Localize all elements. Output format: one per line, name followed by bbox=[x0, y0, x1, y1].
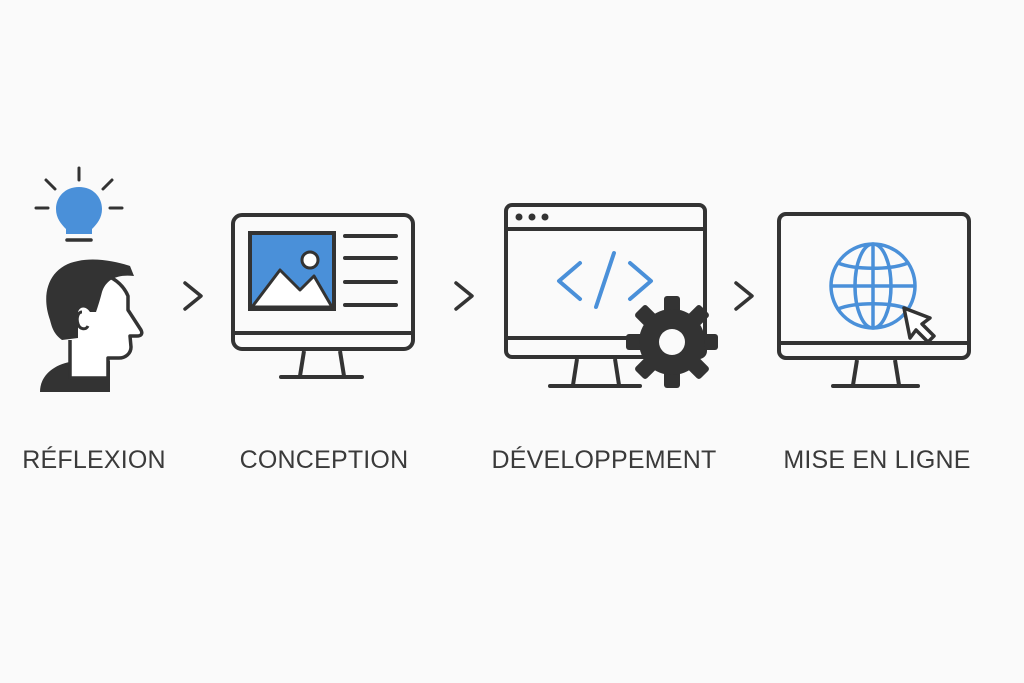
person-icon bbox=[40, 259, 144, 392]
monitor-image-icon bbox=[231, 213, 415, 379]
globe-icon bbox=[829, 242, 917, 330]
monitor-globe-cursor-icon bbox=[777, 212, 971, 388]
image-placeholder-icon bbox=[248, 231, 336, 311]
cursor-icon bbox=[902, 306, 936, 344]
browser-code-gear-icon bbox=[504, 203, 718, 388]
step-label-conception: CONCEPTION bbox=[239, 446, 409, 474]
step-label-mise-en-ligne: MISE EN LIGNE bbox=[783, 446, 971, 474]
chevron-right-icon bbox=[454, 281, 474, 311]
gear-icon bbox=[626, 296, 718, 388]
chevron-right-icon bbox=[734, 281, 754, 311]
code-icon bbox=[557, 251, 653, 309]
person-lightbulb-icon bbox=[34, 166, 144, 392]
lightbulb-icon bbox=[34, 166, 124, 242]
step-label-reflexion: RÉFLEXION bbox=[22, 446, 166, 474]
step-label-developpement: DÉVELOPPEMENT bbox=[491, 446, 717, 474]
chevron-right-icon bbox=[183, 281, 203, 311]
